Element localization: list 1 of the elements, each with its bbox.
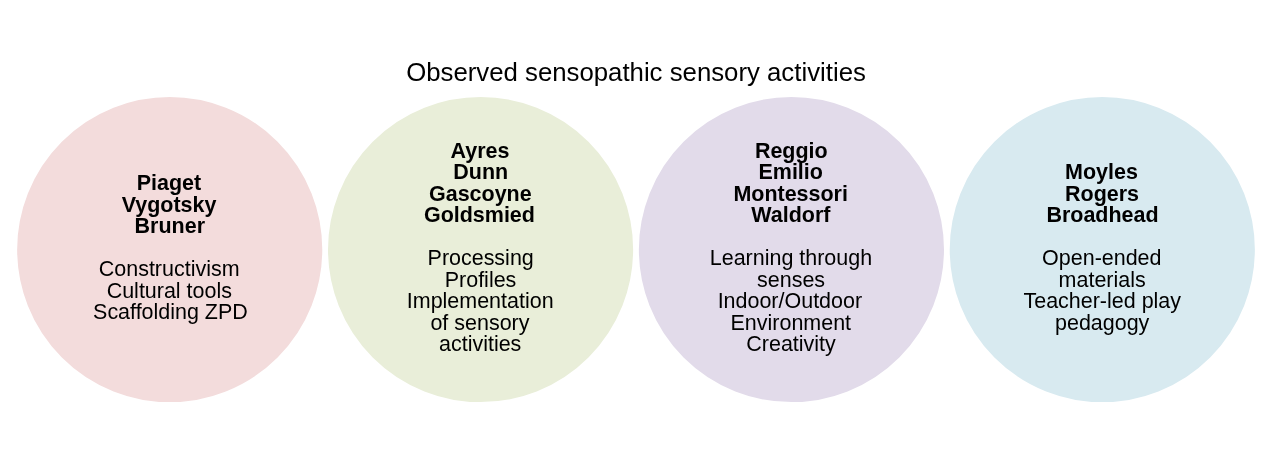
diagram-title: Observed sensopathic sensory activities (406, 58, 866, 87)
